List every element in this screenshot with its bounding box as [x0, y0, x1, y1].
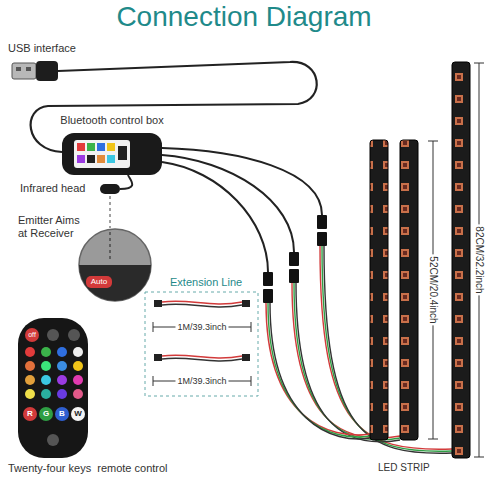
- part-name: Bluetooth control box: [60, 114, 163, 127]
- note-text: Emitter Aims at Receiver: [18, 214, 80, 239]
- button-label: W: [74, 409, 82, 418]
- button-label: Auto: [91, 277, 107, 286]
- dimension-label: 52CM/20.4inch: [427, 254, 439, 325]
- button-label: R: [27, 409, 33, 418]
- part-name: Infrared head: [20, 182, 85, 195]
- dimension-label: 82CM/32.2inch: [473, 224, 485, 295]
- section-label: Extension Line: [170, 276, 242, 289]
- part-name: USB interface: [8, 42, 76, 55]
- diagram-title: Connection Diagram: [116, 1, 371, 33]
- button-label: off: [28, 331, 36, 339]
- part-name: LED STRIP: [378, 462, 430, 474]
- button-label: B: [59, 409, 65, 418]
- button-label: G: [43, 409, 49, 418]
- part-name: Twenty-four keys remote control: [8, 462, 168, 475]
- dimension-label: 1M/39.3inch: [175, 322, 228, 332]
- dimension-label: 1M/39.3inch: [175, 376, 228, 386]
